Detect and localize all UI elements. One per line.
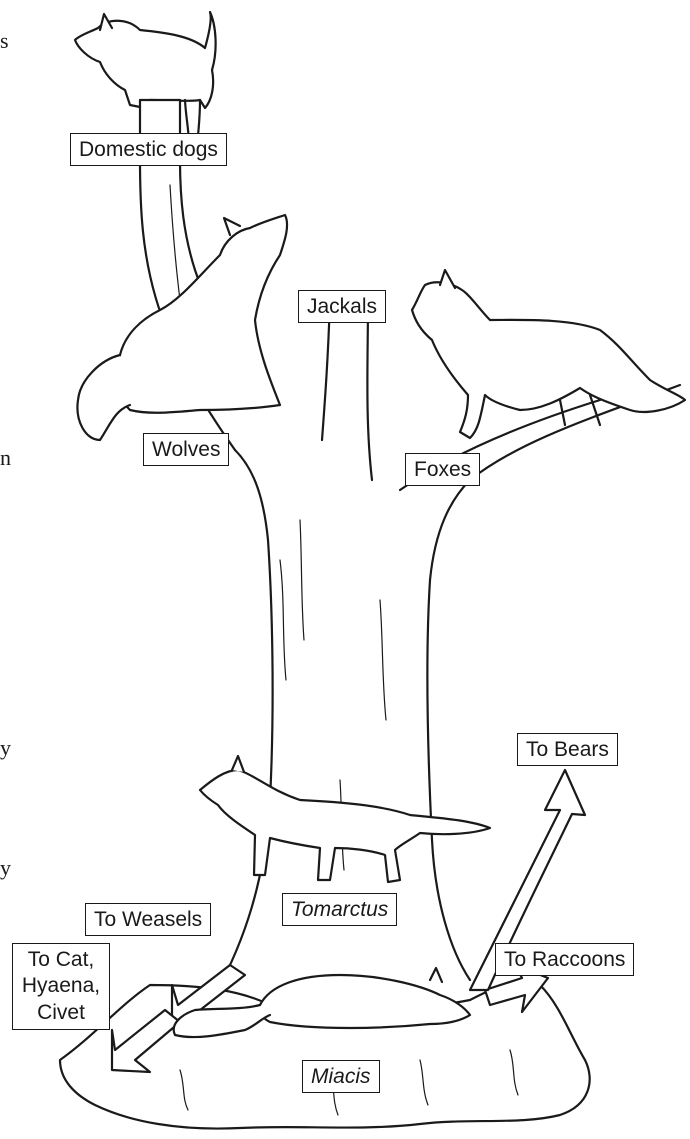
label-to-cat-line2: Hyaena,	[21, 973, 101, 999]
fox-figure	[412, 270, 685, 438]
label-tomarctus: Tomarctus	[282, 893, 397, 926]
margin-glyph-4: y	[0, 855, 11, 881]
label-miacis: Miacis	[302, 1060, 380, 1093]
label-jackals: Jackals	[298, 290, 386, 323]
label-foxes: Foxes	[405, 453, 480, 486]
margin-glyph-1: s	[0, 28, 9, 54]
margin-glyph-2: n	[0, 445, 11, 471]
label-to-cat-line1: To Cat,	[21, 947, 101, 973]
trunk-right-edge	[427, 480, 470, 980]
margin-glyph-3: y	[0, 735, 11, 761]
label-to-weasels: To Weasels	[85, 903, 211, 936]
wolf-figure	[77, 215, 287, 440]
label-to-cat-hyaena-civet: To Cat, Hyaena, Civet	[12, 943, 110, 1030]
label-wolves: Wolves	[143, 433, 229, 466]
label-to-bears: To Bears	[517, 733, 618, 766]
trunk-left-edge	[215, 450, 273, 995]
label-to-cat-line3: Civet	[21, 1000, 101, 1026]
tomarctus-figure	[200, 756, 490, 882]
label-domestic-dogs: Domestic dogs	[70, 133, 227, 166]
label-to-raccoons: To Raccoons	[495, 943, 634, 976]
